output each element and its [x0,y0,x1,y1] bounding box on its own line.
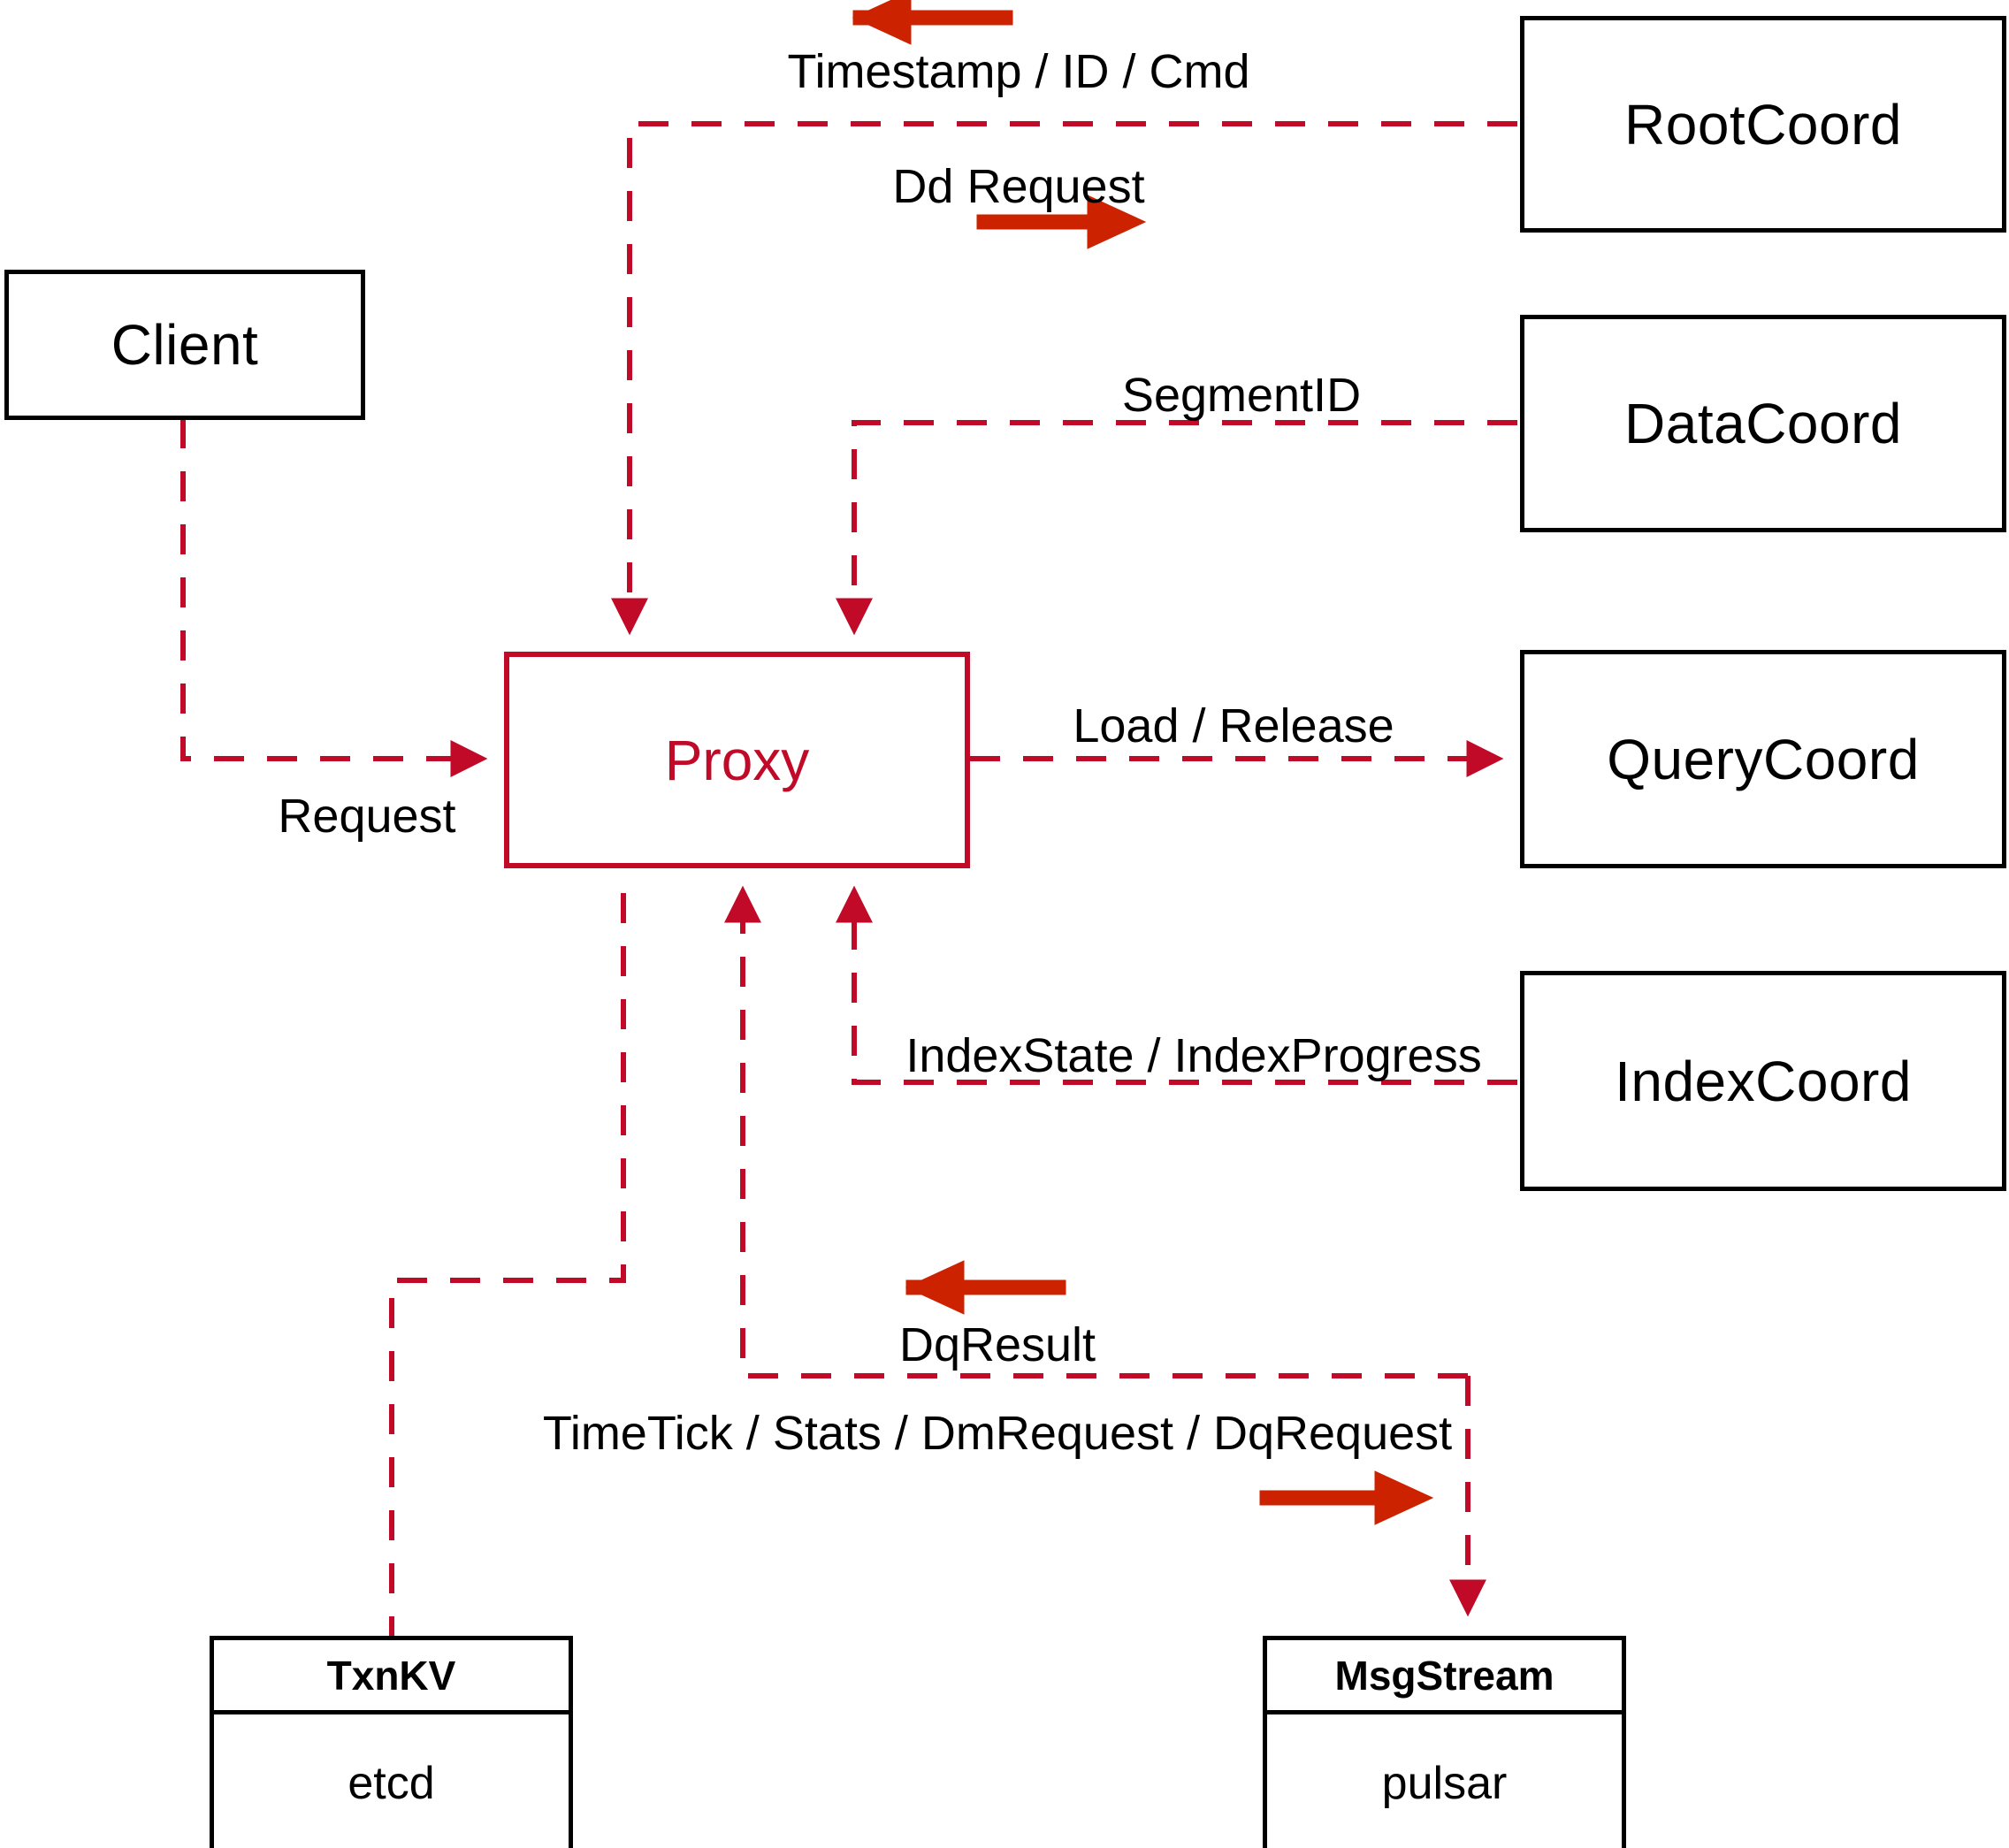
node-indexcoord-label: IndexCoord [1615,1049,1912,1113]
node-client[interactable]: Client [4,270,365,420]
edge-txnkv-link [389,893,626,1636]
direction-arrow-right-ddrequest [976,195,1147,249]
store-txnkv-header: TxnKV [214,1640,569,1714]
node-querycoord[interactable]: QueryCoord [1520,650,2006,868]
node-datacoord-label: DataCoord [1624,392,1902,455]
node-proxy-label: Proxy [664,728,810,792]
node-datacoord[interactable]: DataCoord [1520,315,2006,532]
edge-index-state [836,885,1517,1085]
direction-arrow-right-timetick [1259,1470,1434,1525]
edge-request [180,418,488,777]
direction-arrow-left-timestamp [852,0,1013,45]
edge-dq-result [724,885,1468,1378]
edge-label-request: Request [278,790,456,843]
edge-segment-id [836,420,1517,636]
edge-label-timestamp-id-cmd: Timestamp / ID / Cmd [787,45,1250,98]
store-msgstream-body: pulsar [1267,1714,1622,1848]
edge-label-timetick-stats: TimeTick / Stats / DmRequest / DqRequest [542,1407,1453,1460]
edge-label-segment-id: SegmentID [1121,369,1362,422]
edge-label-load-release: Load / Release [1073,699,1394,752]
node-indexcoord[interactable]: IndexCoord [1520,971,2006,1191]
node-rootcoord-label: RootCoord [1624,92,1902,157]
store-msgstream-title: MsgStream [1334,1652,1554,1699]
store-msgstream-impl: pulsar [1381,1758,1508,1809]
store-txnkv-body: etcd [214,1714,569,1848]
node-rootcoord[interactable]: RootCoord [1520,16,2006,233]
node-querycoord-label: QueryCoord [1607,727,1920,791]
direction-arrow-left-dqresult [905,1260,1066,1315]
store-msgstream-header: MsgStream [1267,1640,1622,1714]
node-client-label: Client [111,313,259,377]
store-txnkv-impl: etcd [348,1758,435,1809]
edge-label-index-state: IndexState / IndexProgress [905,1029,1482,1082]
store-msgstream[interactable]: MsgStream pulsar [1263,1636,1626,1848]
node-proxy[interactable]: Proxy [504,652,970,868]
edge-timestamp-id-cmd [611,121,1517,636]
store-txnkv[interactable]: TxnKV etcd [210,1636,573,1848]
edge-label-dq-result: DqResult [898,1318,1096,1371]
edge-label-dd-request: Dd Request [892,160,1145,213]
store-txnkv-title: TxnKV [326,1652,456,1699]
